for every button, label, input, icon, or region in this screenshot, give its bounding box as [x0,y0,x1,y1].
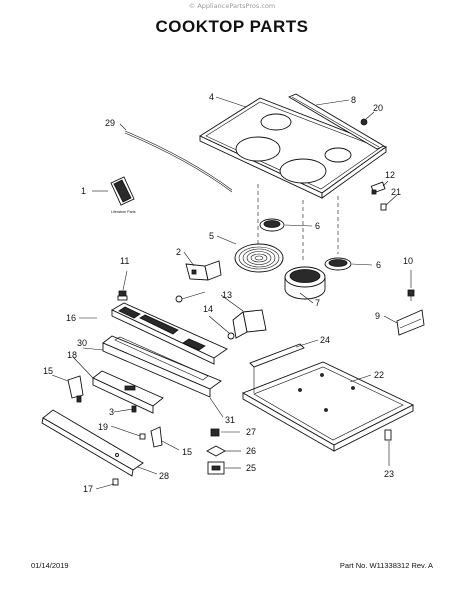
callout-5: 5 [209,231,214,241]
callout-30: 30 [77,338,87,348]
callout-17: 17 [83,484,93,494]
terminal-block[interactable] [370,181,386,195]
leveling-screw[interactable] [384,429,392,441]
rear-rail[interactable] [249,343,305,393]
callout-13: 13 [222,290,232,300]
footer-date: 01/14/2019 [31,561,69,570]
wire[interactable] [124,130,233,193]
callout-8: 8 [351,95,356,105]
cooktop-glass[interactable] [199,97,387,199]
callout-28: 28 [159,471,169,481]
callout-10: 10 [403,256,413,266]
surface-element-large[interactable] [284,266,326,300]
callout-11: 11 [120,256,129,266]
callout-26: 26 [246,446,256,456]
callout-1: 1 [81,186,86,196]
control-panel[interactable] [111,302,228,365]
switch-cap[interactable] [210,428,220,437]
callout-16: 16 [66,313,76,323]
callout-22: 22 [374,370,384,380]
callout-18: 18 [67,350,77,360]
screw-10[interactable] [407,289,415,301]
control-trim[interactable] [41,409,144,477]
literature-label: Literature Parts [111,210,136,214]
electronic-control-board[interactable] [92,370,164,414]
callout-3: 3 [109,407,114,417]
callout-24: 24 [320,335,330,345]
callout-29: 29 [105,118,115,128]
callout-23: 23 [384,469,394,479]
mounting-bracket[interactable] [232,309,267,339]
literature-parts[interactable] [110,176,135,206]
footer-part-number: Part No. W11338312 Rev. A [339,561,433,570]
callout-27: 27 [246,427,256,437]
rear-trim-strip[interactable] [288,93,385,150]
callout-15-right: 15 [182,447,192,457]
screw-14[interactable] [175,295,235,340]
console-frame[interactable] [102,335,222,398]
screw-19[interactable] [139,433,146,440]
surface-element-small-rear[interactable] [259,218,285,232]
side-bracket-left[interactable] [67,375,84,399]
screw[interactable] [360,118,368,126]
infinite-switch[interactable] [207,461,225,475]
burner-box[interactable] [241,361,415,452]
callout-31: 31 [225,415,235,425]
control-knob-clip[interactable] [117,290,128,301]
callout-7: 7 [315,298,320,308]
callout-12: 12 [385,170,395,180]
callout-6-right: 6 [376,260,381,270]
callout-4: 4 [209,92,214,102]
screw-17[interactable] [112,478,119,486]
callout-25: 25 [246,463,256,473]
surface-element-small-right[interactable] [324,257,352,271]
spacer[interactable] [206,445,226,457]
page-title: COOKTOP PARTS [155,17,309,36]
watermark: © AppliancePartsPros.com [188,2,276,10]
wire-clip[interactable] [380,203,387,211]
side-bracket-right[interactable] [150,426,163,448]
callout-15-left: 15 [43,366,53,376]
callout-21: 21 [391,187,401,197]
callout-19: 19 [98,422,108,432]
callout-6-top: 6 [315,221,320,231]
surface-element-coil[interactable] [234,243,284,273]
bracket[interactable] [185,260,222,281]
mounting-clip[interactable] [396,309,425,336]
callout-14: 14 [203,304,213,314]
callout-9: 9 [375,311,380,321]
callout-20: 20 [373,103,383,113]
callout-2: 2 [176,247,181,257]
